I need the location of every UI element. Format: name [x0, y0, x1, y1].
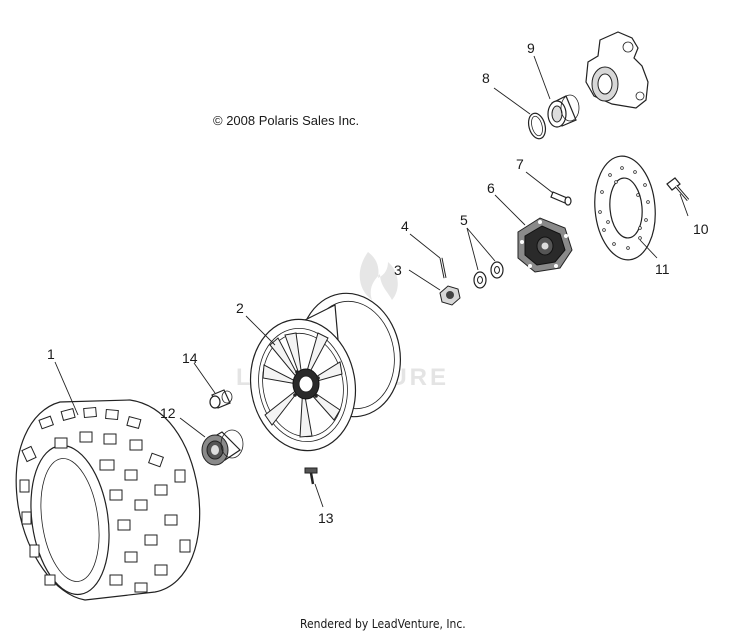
- callout-12: 12: [160, 405, 176, 421]
- leader-lines: [54, 55, 689, 508]
- part-5-washers[interactable]: [473, 261, 504, 289]
- callout-10: 10: [693, 221, 709, 237]
- part-9-bearing[interactable]: [547, 94, 580, 128]
- part-1-tire[interactable]: [15, 399, 201, 601]
- callout-2: 2: [236, 300, 244, 316]
- callout-13: 13: [318, 510, 334, 526]
- part-4-cotter-pin[interactable]: [439, 257, 447, 279]
- watermark-flame-icon: [359, 252, 398, 300]
- part-3-castle-nut[interactable]: [439, 285, 461, 306]
- callout-11: 11: [655, 261, 670, 277]
- part-8-snap-ring[interactable]: [526, 111, 548, 140]
- part-10-bolt[interactable]: [666, 177, 690, 201]
- callout-1: 1: [47, 346, 55, 362]
- callout-6: 6: [487, 180, 495, 196]
- callout-14: 14: [182, 350, 198, 366]
- callout-3: 3: [394, 262, 402, 278]
- part-11-brake-disc[interactable]: [591, 154, 660, 263]
- part-2-wheel[interactable]: [240, 285, 410, 459]
- callout-labels: 1 2 3 4 5 6 7 8 9 10 11 12 13 14: [47, 40, 709, 526]
- part-7-stud[interactable]: [550, 191, 572, 206]
- part-13-valve-stem[interactable]: [304, 467, 318, 485]
- callout-9: 9: [527, 40, 535, 56]
- callout-4: 4: [401, 218, 409, 234]
- footer-rendered-by: Rendered by LeadVenture, Inc.: [300, 617, 466, 631]
- callout-5: 5: [460, 212, 468, 228]
- part-6-hub[interactable]: [517, 217, 573, 273]
- steering-knuckle[interactable]: [585, 31, 649, 109]
- part-14-spacer[interactable]: [209, 389, 233, 409]
- callout-7: 7: [516, 156, 524, 172]
- callout-8: 8: [482, 70, 490, 86]
- copyright-text: © 2008 Polaris Sales Inc.: [213, 113, 359, 128]
- part-12-wheel-bearing[interactable]: [201, 429, 244, 466]
